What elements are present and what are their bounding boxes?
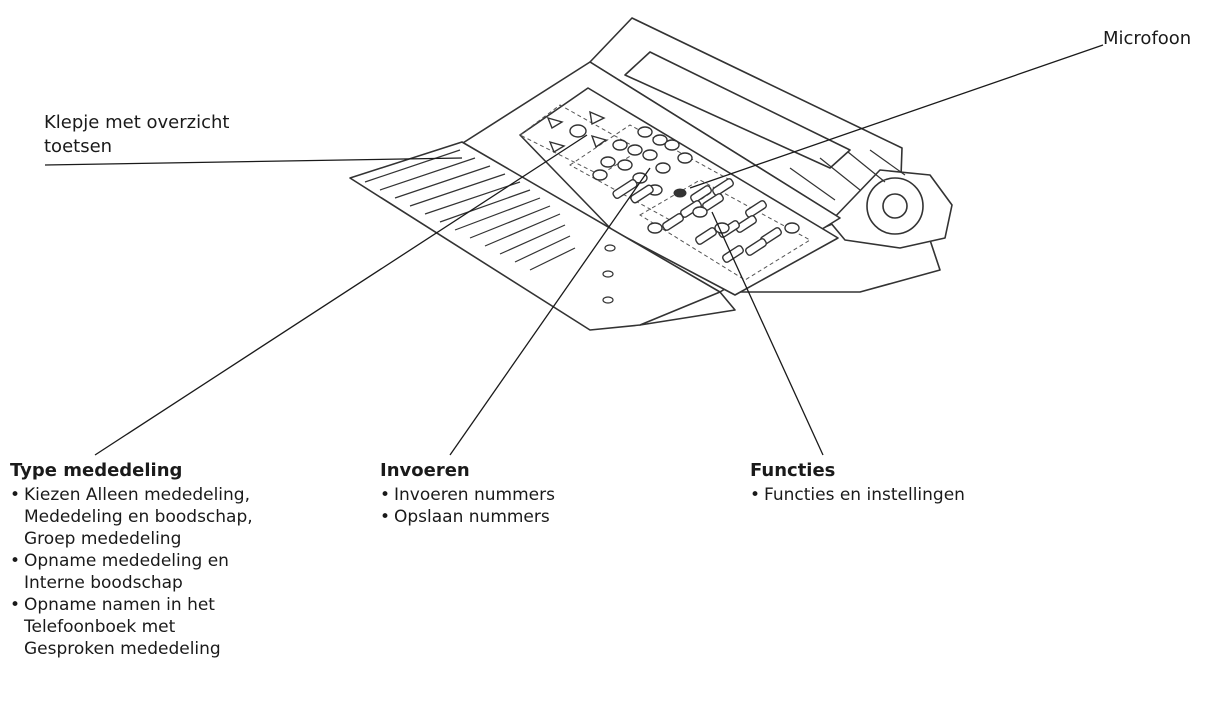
flap	[349, 141, 721, 331]
group-title: Functies	[750, 460, 836, 481]
group-type-mededeling: Type mededeling Kiezen Alleen mededeling…	[10, 460, 253, 660]
group-item: Functies en instellingen	[750, 484, 965, 506]
display-screen	[624, 51, 851, 169]
group-item: Invoeren nummers	[380, 484, 555, 506]
group-title: Invoeren	[380, 460, 470, 481]
leader-type-mededeling	[94, 134, 588, 456]
group-invoeren: Invoeren Invoeren nummers Opslaan nummer…	[380, 460, 555, 528]
group-item: Opslaan nummers	[380, 506, 555, 528]
leader-functies	[711, 211, 824, 456]
group-title: Type mededeling	[10, 460, 183, 481]
group-item: Opname mededeling en Interne boodschap	[10, 550, 253, 594]
label-microfoon: Microfoon	[1103, 28, 1192, 49]
speaker-center	[882, 193, 908, 219]
group-item: Opname namen in het Telefoonboek met Ges…	[10, 594, 253, 660]
group-item: Kiezen Alleen mededeling, Mededeling en …	[10, 484, 253, 550]
label-klepje-line2: toetsen	[44, 136, 113, 157]
leader-klepje	[44, 157, 463, 166]
label-klepje-line1: Klepje met overzicht	[44, 112, 230, 133]
leader-microfoon	[689, 44, 1104, 189]
group-functies: Functies Functies en instellingen	[750, 460, 965, 506]
leader-invoeren	[449, 167, 651, 456]
